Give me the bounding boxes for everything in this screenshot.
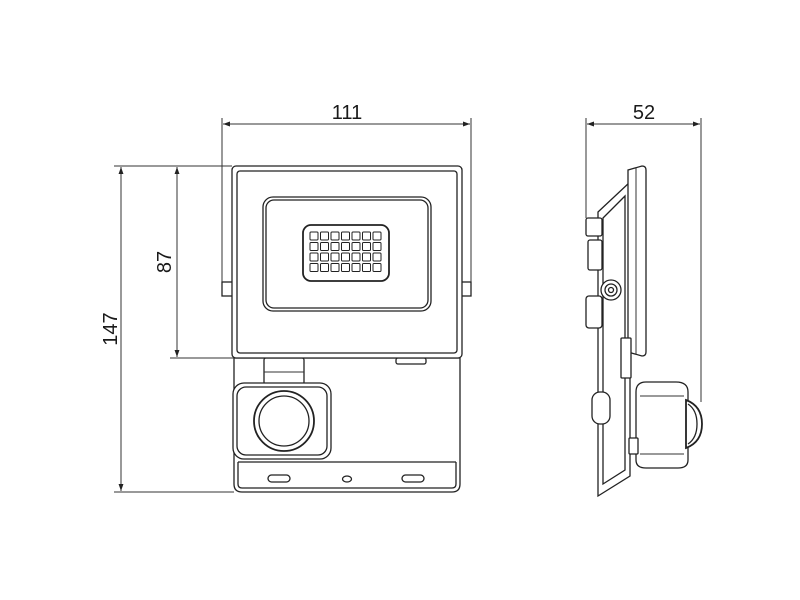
front-dimensions: 111 87 147 <box>100 102 472 493</box>
led-chip <box>372 252 382 262</box>
plate-slot-left <box>267 474 291 483</box>
front-view <box>221 165 472 493</box>
dimension-depth: 52 <box>633 102 655 124</box>
dimension-total-height: 147 <box>100 312 122 345</box>
led-chip <box>341 263 350 272</box>
plate-hole <box>341 475 353 483</box>
led-chip <box>372 231 382 241</box>
sensor-lens-outer <box>253 390 315 452</box>
led-chip <box>330 263 340 272</box>
led-chip <box>341 242 350 251</box>
lamp-frame <box>236 170 458 354</box>
led-chip <box>341 252 350 262</box>
led-chip <box>320 263 329 272</box>
side-sensor-dome <box>685 398 703 450</box>
led-chip <box>330 252 340 262</box>
plate-tab <box>395 357 427 365</box>
led-chip <box>351 252 361 262</box>
led-chip <box>351 231 361 241</box>
side-bracket-hub <box>585 217 603 237</box>
led-chip <box>309 252 319 262</box>
led-chip <box>351 263 361 272</box>
led-chip <box>341 231 350 241</box>
led-chip <box>330 231 340 241</box>
plate-slot-right <box>401 474 425 483</box>
led-chip <box>372 242 382 251</box>
side-view <box>585 165 703 498</box>
dimension-lamp-height: 87 <box>154 251 176 273</box>
led-chip <box>309 242 319 251</box>
glass-panel-inner <box>265 199 429 309</box>
led-chip <box>320 231 329 241</box>
side-dimensions: 52 <box>585 102 702 402</box>
led-chip <box>362 263 371 272</box>
side-sensor-body <box>635 381 689 469</box>
plate-inner <box>237 461 457 489</box>
side-lamp-body <box>627 165 647 357</box>
led-chip <box>330 242 340 251</box>
led-chip <box>362 231 371 241</box>
sensor-lens <box>258 395 310 447</box>
dimension-width: 111 <box>332 102 362 124</box>
sensor-neck <box>263 357 305 385</box>
led-chip <box>320 252 329 262</box>
led-chip <box>320 242 329 251</box>
led-chip <box>351 242 361 251</box>
led-grid <box>309 231 382 272</box>
led-chip <box>362 252 371 262</box>
motion-sensor-inner <box>236 386 328 456</box>
led-chip <box>309 263 319 272</box>
led-chip <box>362 242 371 251</box>
led-chip <box>372 263 382 272</box>
led-chip <box>309 231 319 241</box>
